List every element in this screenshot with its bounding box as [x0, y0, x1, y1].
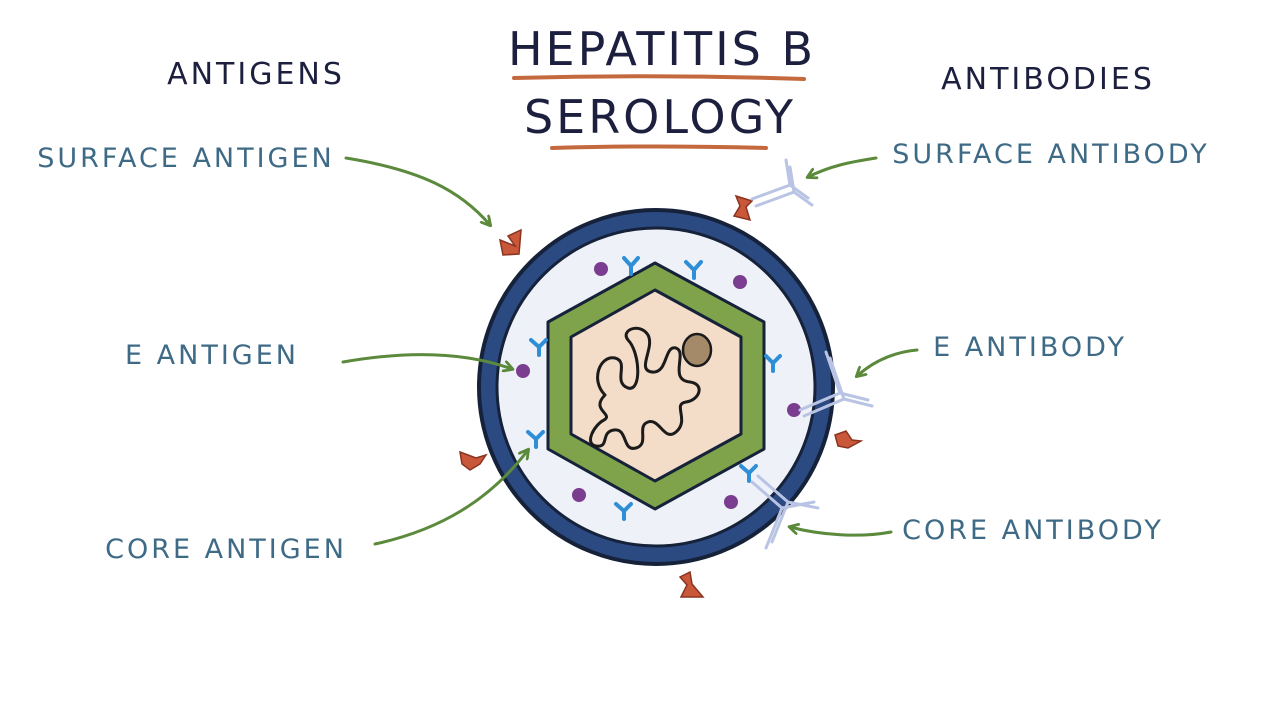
core-antigen [526, 430, 545, 449]
e-antigen [787, 403, 801, 417]
e-antigen [572, 488, 586, 502]
core-antigen [684, 260, 703, 280]
core-antigen [614, 502, 633, 521]
e-antigen-label: E ANTIGEN [125, 340, 299, 371]
surface-antigen-arrow [344, 156, 490, 225]
surface-antigen-spike [732, 194, 754, 222]
core-antigen-label: CORE ANTIGEN [105, 534, 347, 565]
title-underline-1 [512, 74, 806, 81]
polymerase-blob [681, 332, 713, 368]
surface-antibody-label: SURFACE ANTIBODY [892, 139, 1209, 170]
e-antigen [594, 262, 608, 276]
surface-antigen-spike [498, 228, 522, 256]
e-antigen-arrow [341, 353, 512, 369]
surface-antibody-arrow [808, 156, 878, 177]
surface-antigen-spike [678, 570, 705, 598]
e-antibody [798, 350, 874, 418]
core-antigen [529, 338, 548, 357]
core-antigen [622, 256, 640, 276]
e-antigen [516, 364, 530, 378]
e-antigen [724, 495, 738, 509]
core-antigen [764, 354, 782, 373]
core-antigen-arrow [373, 450, 528, 546]
e-antigen [733, 275, 747, 289]
surface-antibody [750, 158, 814, 208]
title-line-1: HEPATITIS B [508, 22, 816, 76]
e-antigens [516, 262, 801, 509]
antibodies-heading: ANTIBODIES [941, 62, 1155, 97]
surface-antigen-label: SURFACE ANTIGEN [37, 143, 335, 174]
core-antibody [750, 474, 820, 550]
viral-dna [589, 326, 701, 450]
title-line-2: SEROLOGY [524, 90, 796, 144]
antibodies [750, 158, 874, 550]
e-antibody-arrow [857, 348, 919, 376]
surface-antigens [459, 194, 864, 598]
title-underline-2 [550, 144, 768, 150]
surface-antigen-spike [834, 430, 864, 449]
core-antigen [739, 464, 758, 483]
antigens-heading: ANTIGENS [167, 57, 345, 92]
core-antibody-arrow [790, 527, 893, 537]
core-antigens [526, 256, 782, 521]
core-antibody-label: CORE ANTIBODY [902, 515, 1164, 546]
e-antibody-label: E ANTIBODY [933, 332, 1127, 363]
surface-antigen-spike [459, 450, 488, 471]
